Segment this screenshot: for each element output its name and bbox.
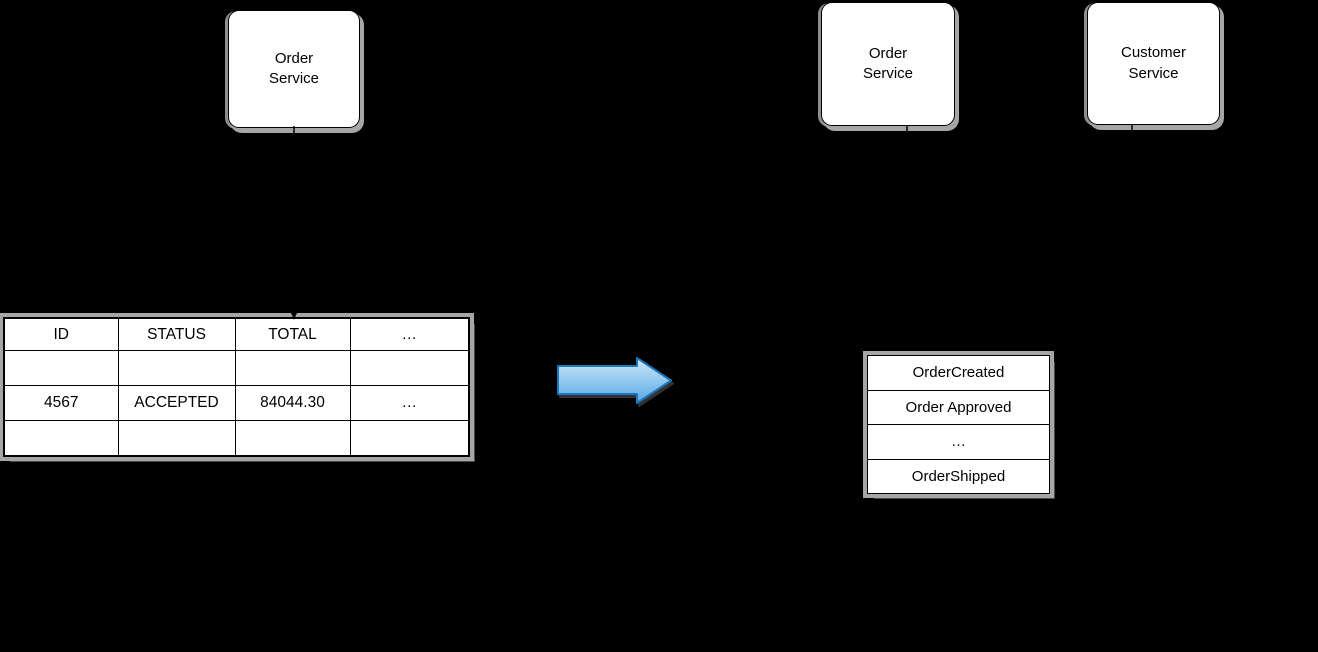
node-order-service-right: Order Service xyxy=(821,2,955,126)
order-table-header-cell: … xyxy=(349,317,470,351)
node-order-service-right-label: Order Service xyxy=(862,44,914,82)
order-table-row xyxy=(3,420,470,457)
order-table-cell: … xyxy=(349,385,470,421)
order-table-cell: ACCEPTED xyxy=(117,385,236,421)
flow-arrow-right-icon xyxy=(557,357,672,404)
order-table-cell: 4567 xyxy=(3,385,119,421)
event-log-item: OrderCreated xyxy=(868,356,1049,391)
node-order-service-left-label: Order Service xyxy=(268,49,320,87)
event-log-item: … xyxy=(868,425,1049,460)
order-table-header-cell: ID xyxy=(3,317,119,351)
order-table-cell xyxy=(117,420,236,457)
order-table-row xyxy=(3,350,470,386)
connector-order-service-left-to-table xyxy=(287,126,301,320)
connector-customer-service-to-events xyxy=(1125,125,1139,351)
node-customer-service: Customer Service xyxy=(1087,2,1220,125)
order-table-cell xyxy=(117,350,236,386)
order-table-cell xyxy=(3,350,119,386)
order-table-cell xyxy=(349,350,470,386)
order-table-cell: 84044.30 xyxy=(234,385,351,421)
connector-order-service-right-to-events xyxy=(900,125,914,351)
order-table-header-cell: TOTAL xyxy=(234,317,351,351)
node-customer-service-label: Customer Service xyxy=(1120,44,1187,82)
event-log-item: Order Approved xyxy=(868,391,1049,425)
order-table-cell xyxy=(349,420,470,457)
order-table-cell xyxy=(3,420,119,457)
order-table-header-cell: STATUS xyxy=(117,317,236,351)
order-table-cell xyxy=(234,350,351,386)
event-log-item: OrderShipped xyxy=(911,467,1006,485)
order-table-cell xyxy=(234,420,351,457)
node-order-service-left: Order Service xyxy=(228,10,360,128)
